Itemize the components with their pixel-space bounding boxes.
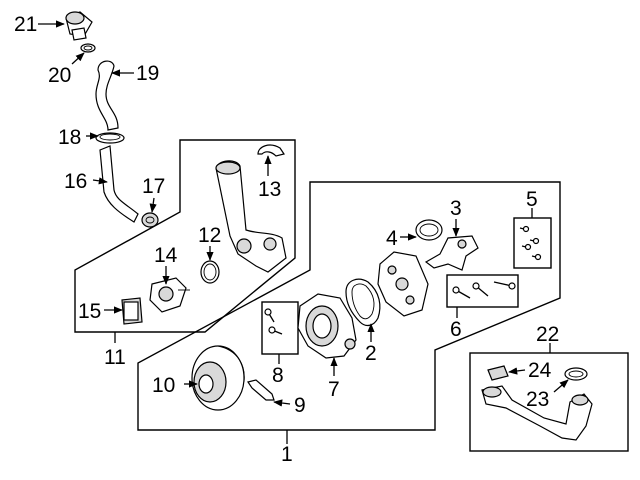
- part-13-clip: [257, 144, 285, 157]
- callout-12: 12: [198, 224, 221, 247]
- group-box-22: [469, 352, 629, 452]
- part-12-o-ring: [200, 260, 220, 284]
- part-10-pulley: [191, 345, 245, 411]
- part-housing-plate: [377, 251, 429, 317]
- callout-21: 21: [14, 13, 37, 36]
- callout-16: 16: [64, 170, 87, 193]
- part-18-clamp: [95, 132, 125, 144]
- bolt-box-6: [446, 274, 519, 308]
- callout-18: 18: [58, 126, 81, 149]
- callout-13: 13: [258, 178, 281, 201]
- callout-2: 2: [365, 342, 377, 365]
- part-23-gasket: [564, 367, 588, 381]
- part-16-pipe: [99, 145, 139, 223]
- part-crossover-pipe: [481, 385, 593, 441]
- callout-4: 4: [386, 227, 398, 250]
- callout-5: 5: [526, 188, 538, 211]
- part-5-bolts: [519, 225, 542, 261]
- callout-10: 10: [152, 374, 175, 397]
- part-4-o-ring: [415, 219, 443, 241]
- callout-1: 1: [281, 443, 293, 466]
- part-15-plate: [121, 297, 143, 325]
- part-outlet-pipe: [215, 160, 287, 273]
- callout-14: 14: [154, 244, 178, 267]
- callout-24: 24: [528, 359, 552, 382]
- callout-20: 20: [48, 64, 71, 87]
- callout-17: 17: [142, 175, 165, 198]
- group-box-11: [74, 139, 296, 333]
- part-24-plate: [487, 365, 509, 381]
- callout-numbers: 21 20 19 18 16 17 13 12 14 15 11 4 3 5 6…: [14, 13, 559, 466]
- callout-6: 6: [450, 318, 462, 341]
- part-8-bolts: [264, 308, 283, 335]
- part-17-seal: [141, 212, 159, 228]
- part-2-gasket: [345, 278, 381, 327]
- part-7-water-pump: [297, 293, 357, 359]
- part-14-thermostat: [149, 277, 190, 313]
- callout-9: 9: [294, 394, 306, 417]
- callout-7: 7: [328, 378, 340, 401]
- callout-3: 3: [450, 197, 462, 220]
- part-3-bracket: [424, 235, 479, 271]
- part-6-bolts: [452, 281, 516, 299]
- callout-22: 22: [536, 323, 559, 346]
- part-9-pin: [247, 379, 275, 401]
- callout-23: 23: [526, 388, 549, 411]
- callout-8: 8: [272, 364, 284, 387]
- leader-lines: [38, 20, 569, 407]
- bolt-box-5: [513, 217, 552, 269]
- callout-11: 11: [104, 346, 126, 369]
- part-19-hose: [95, 60, 119, 131]
- part-21-cap: [65, 11, 93, 41]
- callout-15: 15: [78, 300, 101, 323]
- part-20-o-ring: [80, 43, 96, 53]
- callout-19: 19: [136, 62, 159, 85]
